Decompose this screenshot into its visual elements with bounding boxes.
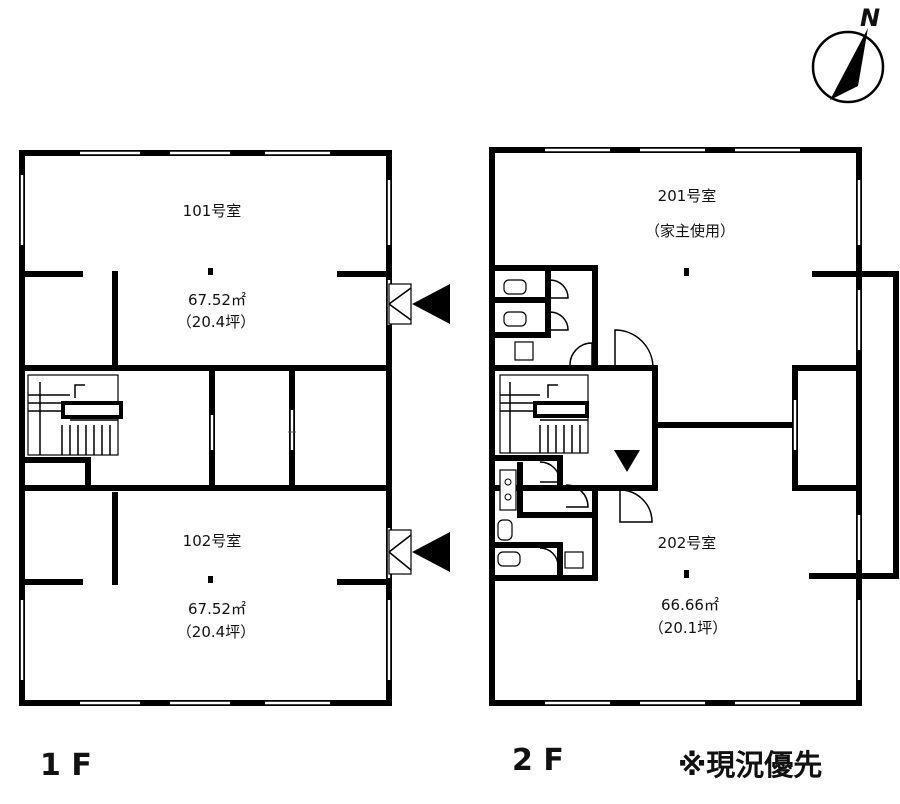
floor1-outer-wall [19, 150, 392, 706]
north-compass: N [811, 4, 885, 104]
floor2-plan: 201号室 （家主使用） 202号室 66.66㎡ （20.1坪） [489, 147, 899, 706]
room-102-tsubo: （20.4坪） [177, 623, 255, 641]
compass-needle-icon [830, 28, 868, 100]
floor1-stairs [27, 374, 123, 456]
room-101-tsubo: （20.4坪） [177, 313, 255, 331]
floor2-stairs [499, 374, 589, 454]
entrance-arrow-icon [412, 284, 450, 324]
floor1-door-102 [388, 529, 450, 575]
room-201-name: 201号室 [658, 187, 717, 205]
room-102-area: 67.52㎡ [188, 600, 246, 618]
room-202-name: 202号室 [658, 534, 717, 552]
floor1-windows [20, 151, 391, 705]
north-label: N [860, 4, 880, 32]
footnote-label: ※現況優先 [678, 748, 822, 782]
floor2-balcony [856, 271, 899, 579]
room-101-name: 101号室 [183, 202, 242, 220]
entrance-arrow-icon [614, 450, 640, 472]
entrance-arrow-icon [412, 532, 450, 572]
floor1-door-101 [388, 283, 450, 325]
floor1-plan: 101号室 67.52㎡ （20.4坪） 102号室 67.52㎡ （20.4坪… [19, 150, 450, 706]
floor2-toilets-top [495, 265, 654, 369]
floor1-label: 1 F [40, 748, 92, 783]
floor2-wet-area-bottom [489, 461, 658, 581]
floor2-label: 2 F [512, 743, 564, 778]
room-102-name: 102号室 [183, 532, 242, 550]
room-202-tsubo: （20.1坪） [649, 619, 727, 637]
room-202-area: 66.66㎡ [661, 596, 719, 614]
floor2-windows [545, 148, 861, 705]
room-201-note: （家主使用） [645, 222, 735, 240]
room-101-area: 67.52㎡ [188, 291, 246, 309]
